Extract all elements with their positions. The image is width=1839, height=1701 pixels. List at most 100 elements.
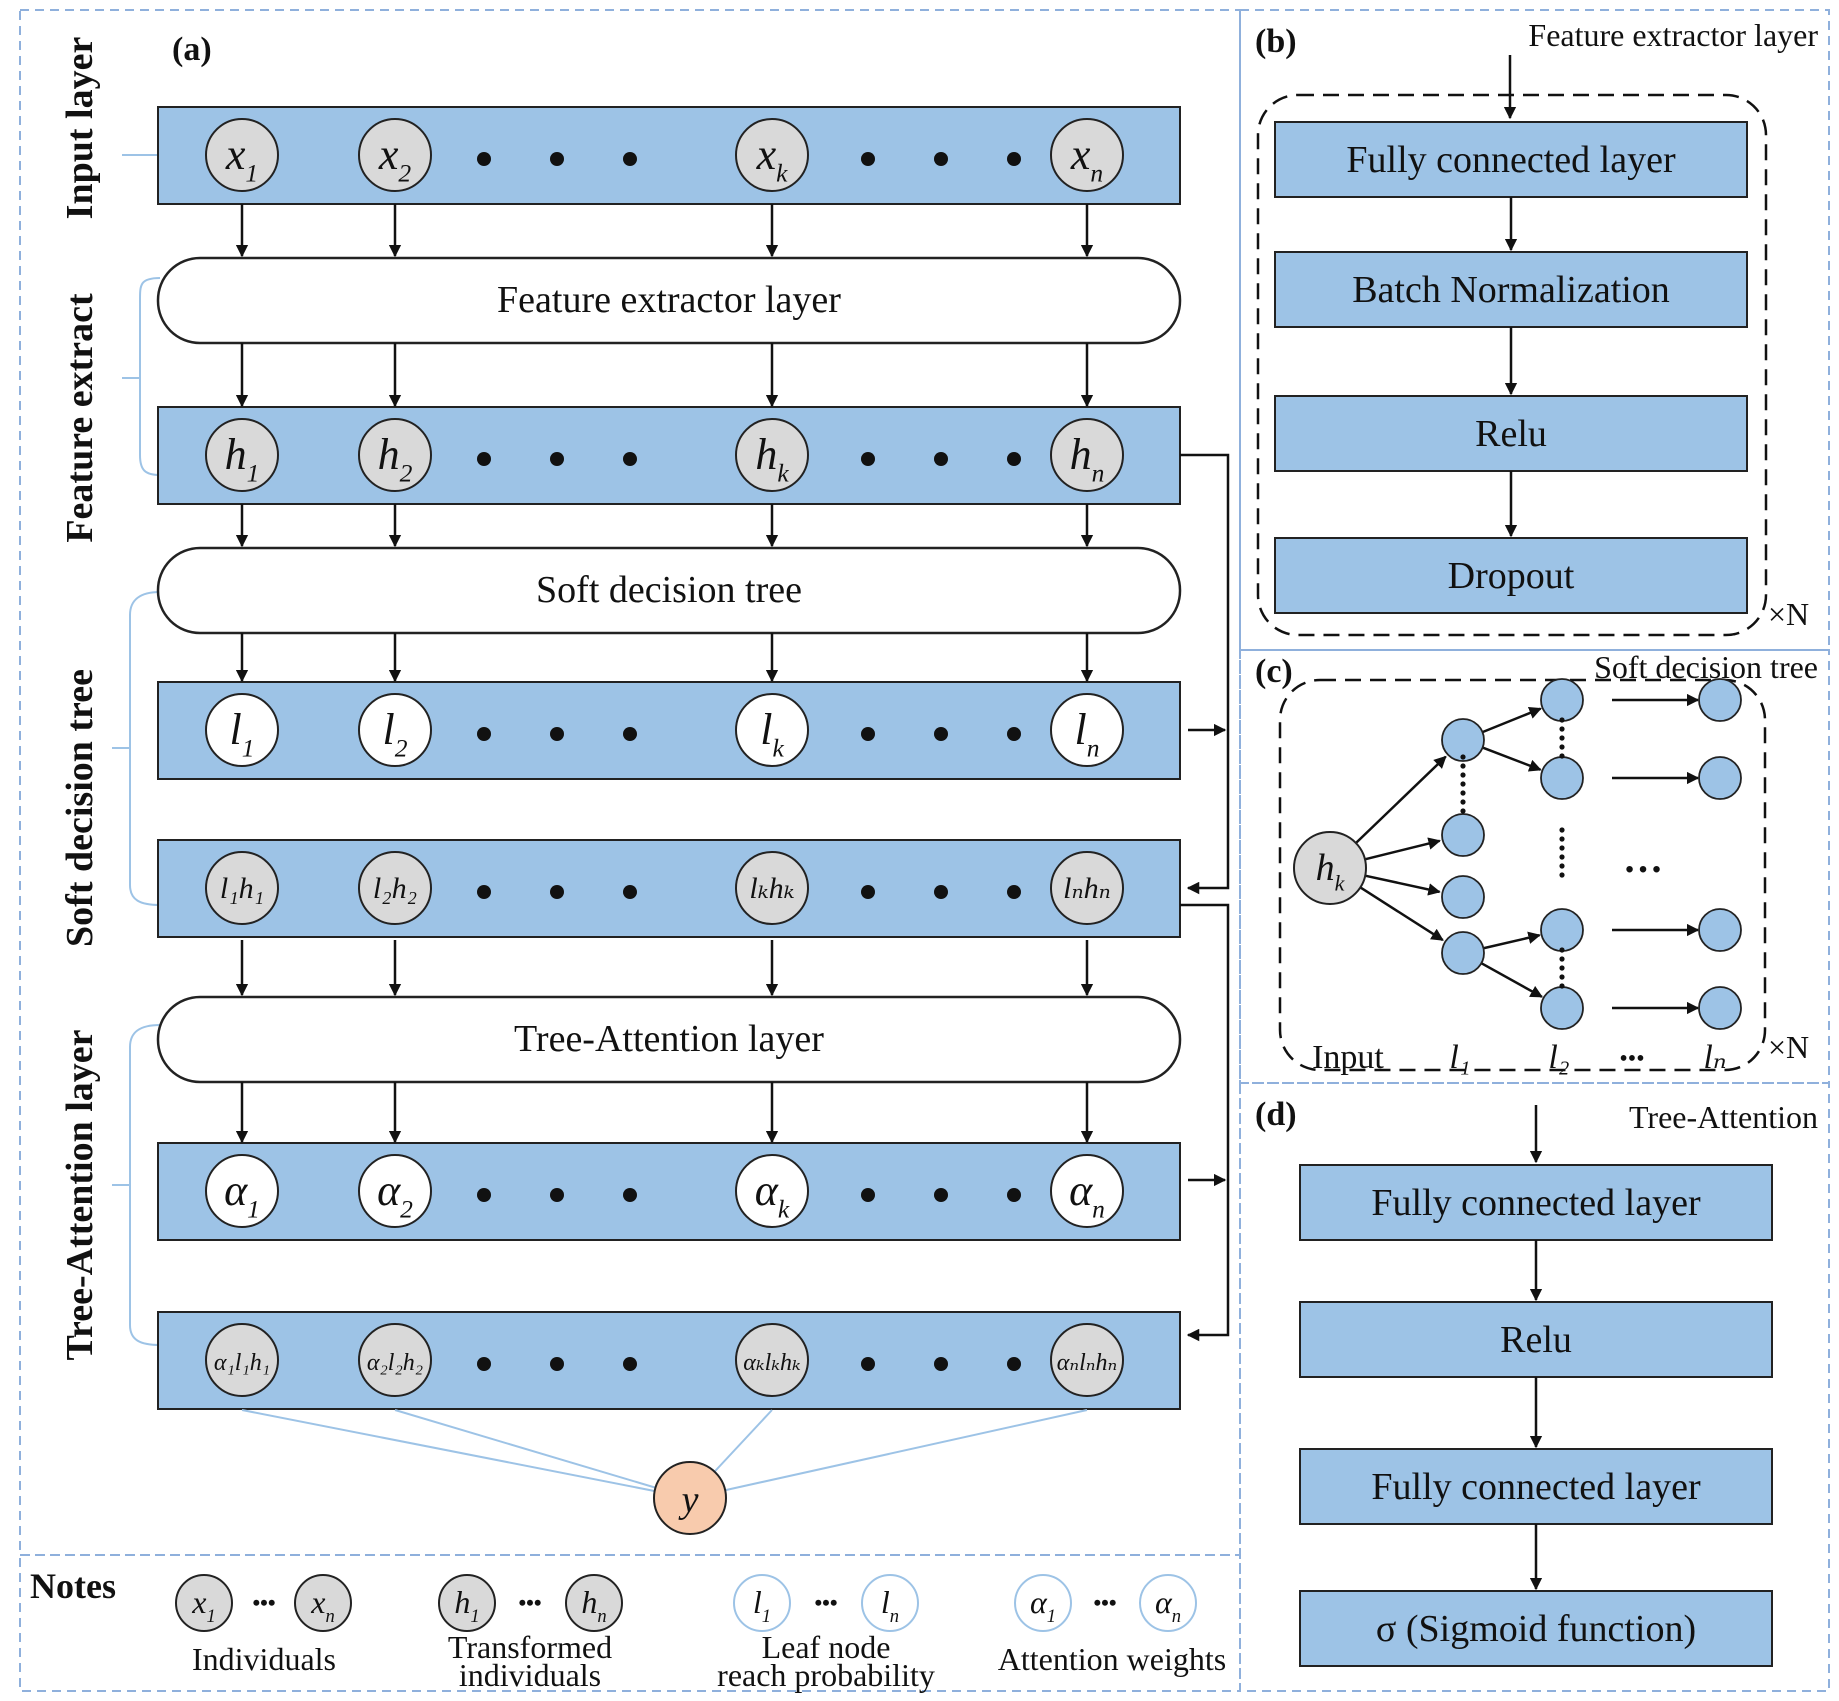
row-0-node-label-2: xk [756, 130, 789, 187]
row-4-node-1 [358, 1154, 432, 1228]
note-2-dots: ••• [814, 1590, 837, 1615]
row-0-node-label-0: x1 [225, 130, 258, 187]
row-3-ellipsis-dot-1 [550, 885, 564, 899]
row-2-node-0 [205, 693, 279, 767]
row-4-node-label-3: αn [1069, 1166, 1105, 1223]
panel-b-box-1 [1274, 251, 1748, 328]
row-5-node-3 [1050, 1323, 1124, 1397]
row-3-node-label-2: lₖhₖ [749, 872, 794, 905]
tree-node-2-0 [1698, 678, 1742, 722]
row-0-ellipsis-dot-2 [623, 152, 637, 166]
note-0-label-a: x1 [191, 1584, 215, 1627]
row-0-ellipsis-dot-5 [1007, 152, 1021, 166]
row-1-ellipsis-dot-5 [1007, 452, 1021, 466]
panel-d-box-label-2: Fully connected layer [1371, 1466, 1701, 1508]
row-2-ellipsis-dot-2 [623, 727, 637, 741]
panel-c-repeat-block [1278, 678, 1767, 1072]
panel-b-box-0 [1274, 121, 1748, 198]
row-1-ellipsis-dot-3 [861, 452, 875, 466]
note-2-caption-1: reach probability [717, 1657, 935, 1693]
row-2-node-1 [358, 693, 432, 767]
note-1-label-a: h1 [454, 1584, 479, 1627]
row-0-node-label-1: x2 [378, 130, 412, 187]
note-1-node-a [438, 1574, 496, 1632]
tree-vdots-2 [1559, 965, 1565, 971]
row-1-node-3 [1050, 418, 1124, 492]
tree-edge-1-2 [1483, 931, 1541, 950]
tree-vdots-0 [1460, 808, 1466, 814]
tree-node-1-0 [1540, 678, 1584, 722]
note-3-node-a [1014, 1574, 1072, 1632]
panel-c-label-l1: l₁ [1449, 1039, 1470, 1076]
tree-vdots-0 [1460, 772, 1466, 778]
panel-c-label-l2: l₂ [1548, 1039, 1569, 1076]
row-0-node-label-3: xn [1070, 130, 1103, 187]
row-3-node-label-1: l₂h₂ [373, 872, 417, 905]
row-5-node-label-1: α₂l₂h₂ [367, 1350, 423, 1376]
note-3-label-z: αn [1155, 1584, 1181, 1627]
side-label-soft: Soft decision tree [59, 669, 101, 947]
tree-node-0-0 [1441, 718, 1485, 762]
tree-vdots-0 [1460, 763, 1466, 769]
panel-label-c: (c) [1255, 653, 1293, 690]
tree-vdots-3 [1559, 872, 1565, 878]
tree-vdots-0 [1460, 781, 1466, 787]
panel-d-box-3 [1299, 1590, 1773, 1667]
notes-frame [19, 1554, 1241, 1692]
tree-vdots-1 [1559, 753, 1565, 759]
input-layer-box [157, 106, 1181, 205]
panel-c-label-dots: ••• [1619, 1046, 1644, 1072]
attention-row-box [157, 1142, 1181, 1241]
note-3-label-a: α1 [1030, 1584, 1056, 1627]
row-5-ellipsis-dot-4 [934, 1357, 948, 1371]
row-2-ellipsis-dot-4 [934, 727, 948, 741]
tree-edge-1-1 [1482, 746, 1542, 772]
row-3-node-label-0: l₁h₁ [220, 872, 264, 905]
tree-node-0-3 [1441, 931, 1485, 975]
tree-vdots-3 [1559, 827, 1565, 833]
row-1-ellipsis-dot-4 [934, 452, 948, 466]
row-0-ellipsis-dot-3 [861, 152, 875, 166]
panel-b-header: Feature extractor layer [1528, 17, 1818, 53]
panel-label-a: (a) [172, 31, 212, 68]
tree-node-1-1 [1540, 756, 1584, 800]
tree-edge-1-3 [1480, 962, 1543, 998]
row-5-ellipsis-dot-5 [1007, 1357, 1021, 1371]
tree-edge-1-0 [1482, 707, 1542, 734]
row-1-node-label-2: hk [755, 430, 789, 487]
tree-vdots-3 [1559, 863, 1565, 869]
row-1-node-0 [205, 418, 279, 492]
tree-vdots-0 [1460, 754, 1466, 760]
note-0-label-z: xn [310, 1584, 334, 1627]
row-3-node-0 [205, 851, 279, 925]
tree-vdots-1 [1559, 726, 1565, 732]
tree-vdots-1 [1559, 744, 1565, 750]
row-5-ellipsis-dot-2 [623, 1357, 637, 1371]
tree-node-2-2 [1698, 908, 1742, 952]
tree-attention-pill [156, 995, 1182, 1084]
row-4-node-2 [735, 1154, 809, 1228]
row-4-ellipsis-dot-0 [477, 1188, 491, 1202]
panel-b-box-label-0: Fully connected layer [1346, 139, 1676, 181]
panel-label-d: (d) [1255, 1096, 1297, 1133]
panel-c-repeat: ×N [1768, 1029, 1809, 1065]
row-1-node-1 [358, 418, 432, 492]
tree-node-1-3 [1540, 986, 1584, 1030]
row-2-node-label-0: l1 [230, 705, 255, 762]
panel-b-box-label-1: Batch Normalization [1352, 269, 1670, 311]
weighted-feature-row-box [157, 839, 1181, 938]
panel-b-box-label-2: Relu [1475, 413, 1547, 455]
tree-vdots-2 [1559, 956, 1565, 962]
note-0-caption-0: Individuals [192, 1641, 336, 1677]
row-0-node-0 [205, 118, 279, 192]
note-2-node-a [733, 1574, 791, 1632]
row-2-ellipsis-dot-0 [477, 727, 491, 741]
note-1-label-z: hn [581, 1584, 606, 1627]
note-1-dots: ••• [518, 1590, 541, 1615]
panel-c-label-input: Input [1312, 1039, 1384, 1076]
panel-d-box-1 [1299, 1301, 1773, 1378]
row-2-ellipsis-dot-3 [861, 727, 875, 741]
